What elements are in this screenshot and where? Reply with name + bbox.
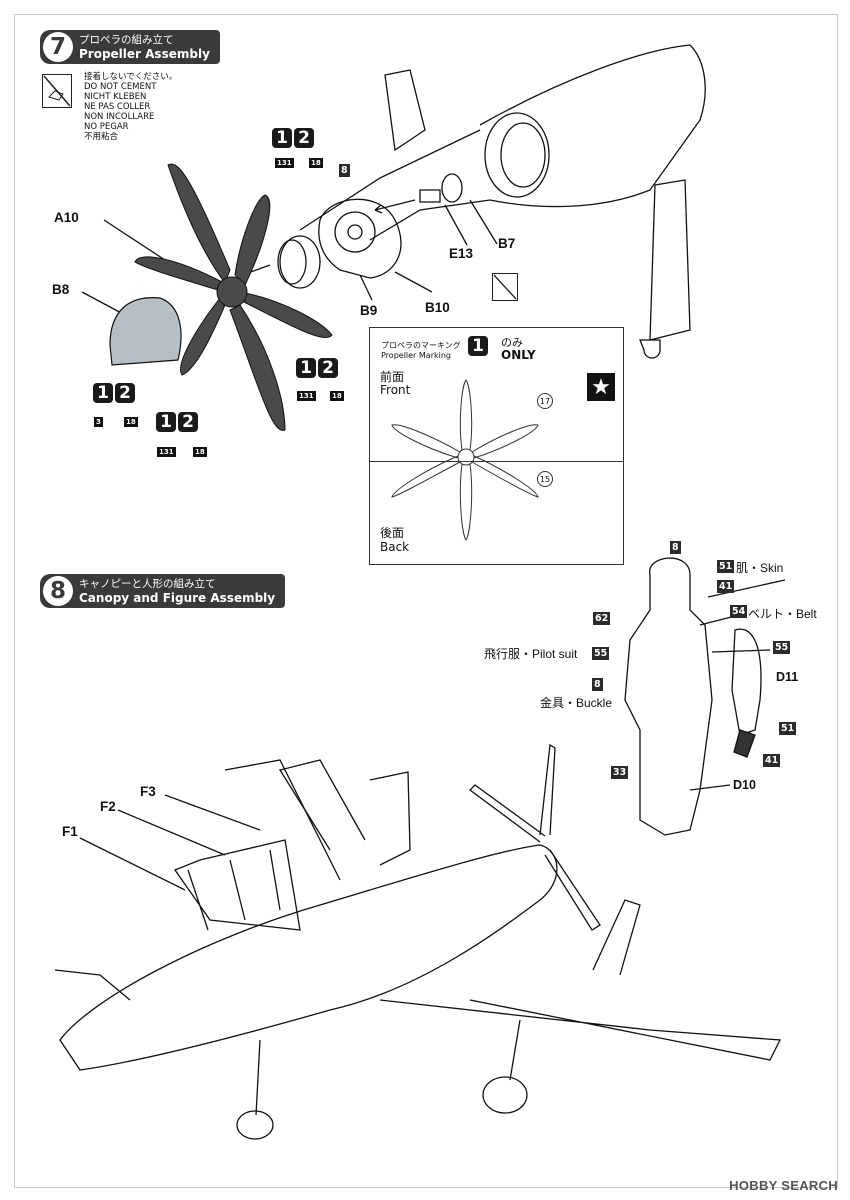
color-code: 131: [157, 447, 176, 457]
color-code: 131: [297, 391, 316, 401]
part-label-f1: F1: [62, 824, 78, 839]
marking-title-en: Propeller Marking: [381, 351, 451, 360]
part-label-b7: B7: [498, 236, 516, 251]
color-tag: 41: [763, 754, 781, 767]
no-cement-icon: [42, 74, 72, 108]
no-cement-line: 接着しないでください。: [84, 72, 178, 82]
part-label-f3: F3: [140, 784, 156, 799]
no-cement-icon: [492, 273, 518, 301]
front-label-jp: 前面: [380, 370, 405, 384]
color-code: 18: [193, 447, 207, 457]
marking-divider: [370, 461, 623, 462]
no-cement-line: 不用粘合: [84, 132, 119, 142]
step8-number: 8: [43, 576, 73, 606]
decal-number: 17: [537, 393, 553, 409]
step7-title-jp: プロペラの組み立て: [79, 34, 174, 46]
marking-only-en: ONLY: [501, 348, 536, 362]
marking-title-jp: プロペラのマーキング: [381, 341, 461, 350]
part-label-d11: D11: [776, 670, 799, 684]
watermark: HOBBY SEARCH: [729, 1178, 838, 1193]
instruction-page: [14, 14, 838, 1188]
step8-title-en: Canopy and Figure Assembly: [79, 591, 276, 605]
color-tag: 54: [730, 605, 748, 618]
part-label-b9: B9: [360, 303, 378, 318]
pilot-suit-label: 飛行服・Pilot suit: [484, 647, 578, 661]
buckle-label: 金具・Buckle: [540, 696, 613, 710]
no-cement-line: NO PEGAR: [84, 122, 129, 132]
color-code: 18: [124, 417, 138, 427]
color-tag: 55: [592, 647, 610, 660]
part-label-b8: B8: [52, 282, 70, 297]
marking-only-badge: 1: [468, 336, 488, 356]
color-tag: 51: [717, 560, 735, 573]
step8-header: 8 キャノピーと人形の組み立て Canopy and Figure Assemb…: [40, 574, 286, 608]
step7-header: 7 プロペラの組み立て Propeller Assembly: [40, 30, 220, 64]
step7-title-en: Propeller Assembly: [79, 47, 210, 61]
front-label-en: Front: [380, 383, 411, 397]
step7-number: 7: [43, 32, 73, 62]
color-code: 3: [94, 417, 103, 427]
part-label-d10: D10: [733, 778, 756, 792]
marking-only-jp: のみ: [501, 336, 523, 349]
color-code: 131: [275, 158, 294, 168]
color-tag: 8: [592, 678, 603, 691]
color-tag: 51: [779, 722, 797, 735]
color-tag: 8: [670, 541, 681, 554]
part-label-b10: B10: [425, 300, 450, 315]
color-tag: 62: [593, 612, 611, 625]
part-label-a10: A10: [54, 210, 79, 225]
back-label-jp: 後面: [380, 526, 405, 540]
step8-title-jp: キャノピーと人形の組み立て: [79, 578, 216, 590]
skin-label: 肌・Skin: [736, 561, 784, 575]
part-label-f2: F2: [100, 799, 116, 814]
no-cement-line: NE PAS COLLER: [84, 102, 151, 112]
back-label-en: Back: [380, 540, 410, 554]
no-cement-line: DO NOT CEMENT: [84, 82, 157, 92]
belt-label: ベルト・Belt: [748, 607, 817, 621]
color-code: 18: [330, 391, 344, 401]
no-cement-line: NICHT KLEBEN: [84, 92, 147, 102]
part-label-e13: E13: [449, 246, 474, 261]
color-code: 18: [309, 158, 323, 168]
no-cement-line: NON INCOLLARE: [84, 112, 155, 122]
color-tag: 55: [773, 641, 791, 654]
decal-number: 15: [537, 471, 553, 487]
color-tag: 8: [339, 164, 350, 177]
color-tag: 41: [717, 580, 735, 593]
propeller-marking-box: プロペラのマーキング Propeller Marking 1 のみ ONLY ★…: [369, 327, 624, 565]
color-tag: 33: [611, 766, 629, 779]
star-icon: ★: [587, 373, 615, 401]
